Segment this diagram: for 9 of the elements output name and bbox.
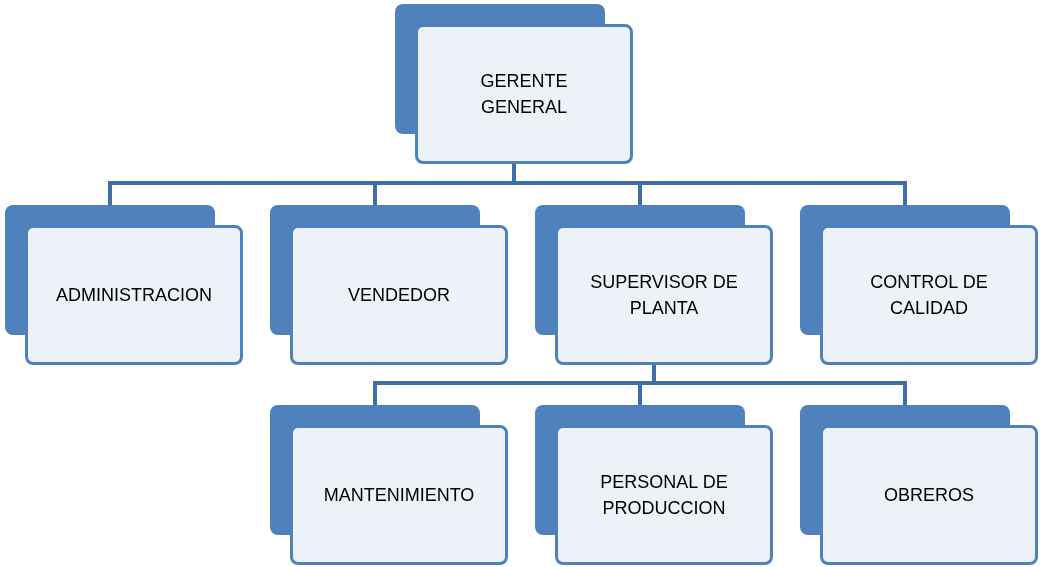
box-label: SUPERVISOR DE PLANTA — [589, 271, 739, 320]
box-label: PERSONAL DE PRODUCCION — [599, 471, 729, 520]
box-label: CONTROL DE CALIDAD — [869, 271, 989, 320]
box-label: VENDEDOR — [348, 284, 450, 307]
box-label: OBREROS — [884, 484, 974, 507]
box-label: GERENTE GENERAL — [479, 70, 569, 119]
box-label: MANTENIMIENTO — [323, 484, 475, 507]
box-label: ADMINISTRACION — [56, 284, 212, 307]
connector-line — [512, 164, 907, 205]
